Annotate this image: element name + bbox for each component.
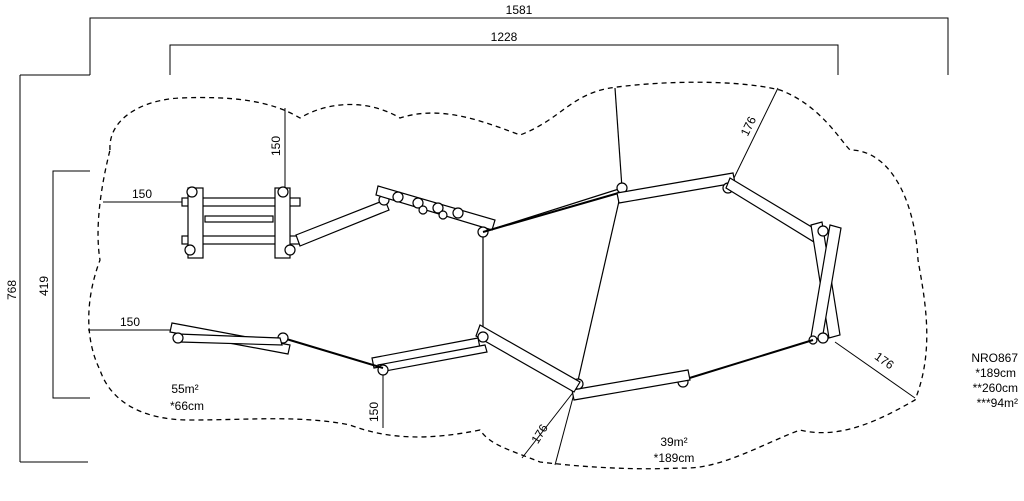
lower-right-clearance-label: 176 [872, 349, 897, 372]
clearance-left-bottom: 150 [88, 315, 172, 331]
crossing-logs-lower-left [169, 322, 291, 355]
stepping-logs-upper [375, 185, 496, 238]
bottom-clearance-label: 150 [367, 402, 381, 422]
dimension-inner-width: 1228 [169, 30, 839, 75]
right-height-label: *189cm [654, 451, 695, 465]
product-spec-3: ***94m² [977, 396, 1018, 410]
clearance-upper-right: 176 [732, 87, 779, 181]
left-upper-frame [181, 186, 301, 259]
clearance-lower-right: 176 [834, 341, 916, 399]
product-spec-1: *189cm [975, 366, 1016, 380]
clearance-left-top: 150 [103, 187, 183, 203]
right-area-label: 39m² [660, 435, 687, 449]
left-height-label: *66cm [170, 399, 204, 413]
left-top-clearance-label: 150 [132, 187, 152, 201]
clearance-bottom: 150 [367, 370, 384, 428]
total-height-label: 768 [5, 280, 19, 300]
log-right-diagonal [725, 177, 821, 243]
balance-beam-upper-right [616, 172, 736, 204]
upper-right-clearance-label: 176 [738, 114, 760, 138]
clearance-top: 150 [269, 108, 286, 188]
product-code: NRO867 [971, 351, 1018, 365]
crossing-logs-lower-center [371, 337, 488, 376]
left-area-label: 55m² [171, 382, 198, 396]
log-bridge-upper-left [295, 194, 390, 247]
dimension-total-width: 1581 [20, 3, 949, 76]
balance-beam-lower-right [571, 369, 691, 401]
top-clearance-label: 150 [269, 136, 283, 156]
rope-lower-left [277, 332, 384, 369]
left-bottom-clearance-label: 150 [120, 315, 140, 329]
inner-height-label: 419 [37, 276, 51, 296]
dimension-total-height: 768 [5, 75, 88, 463]
dimension-inner-height: 419 [37, 170, 90, 399]
rope-lower-right [677, 339, 814, 388]
clearance-lower-mid: 176 [521, 389, 576, 466]
rope-upper-mid [482, 182, 628, 233]
total-width-label: 1581 [506, 3, 533, 17]
right-x-frame [808, 221, 842, 345]
safety-zone-boundary [88, 81, 928, 470]
log-center-lower [475, 324, 581, 393]
inner-width-label: 1228 [491, 30, 518, 44]
product-spec-2: **260cm [973, 381, 1018, 395]
